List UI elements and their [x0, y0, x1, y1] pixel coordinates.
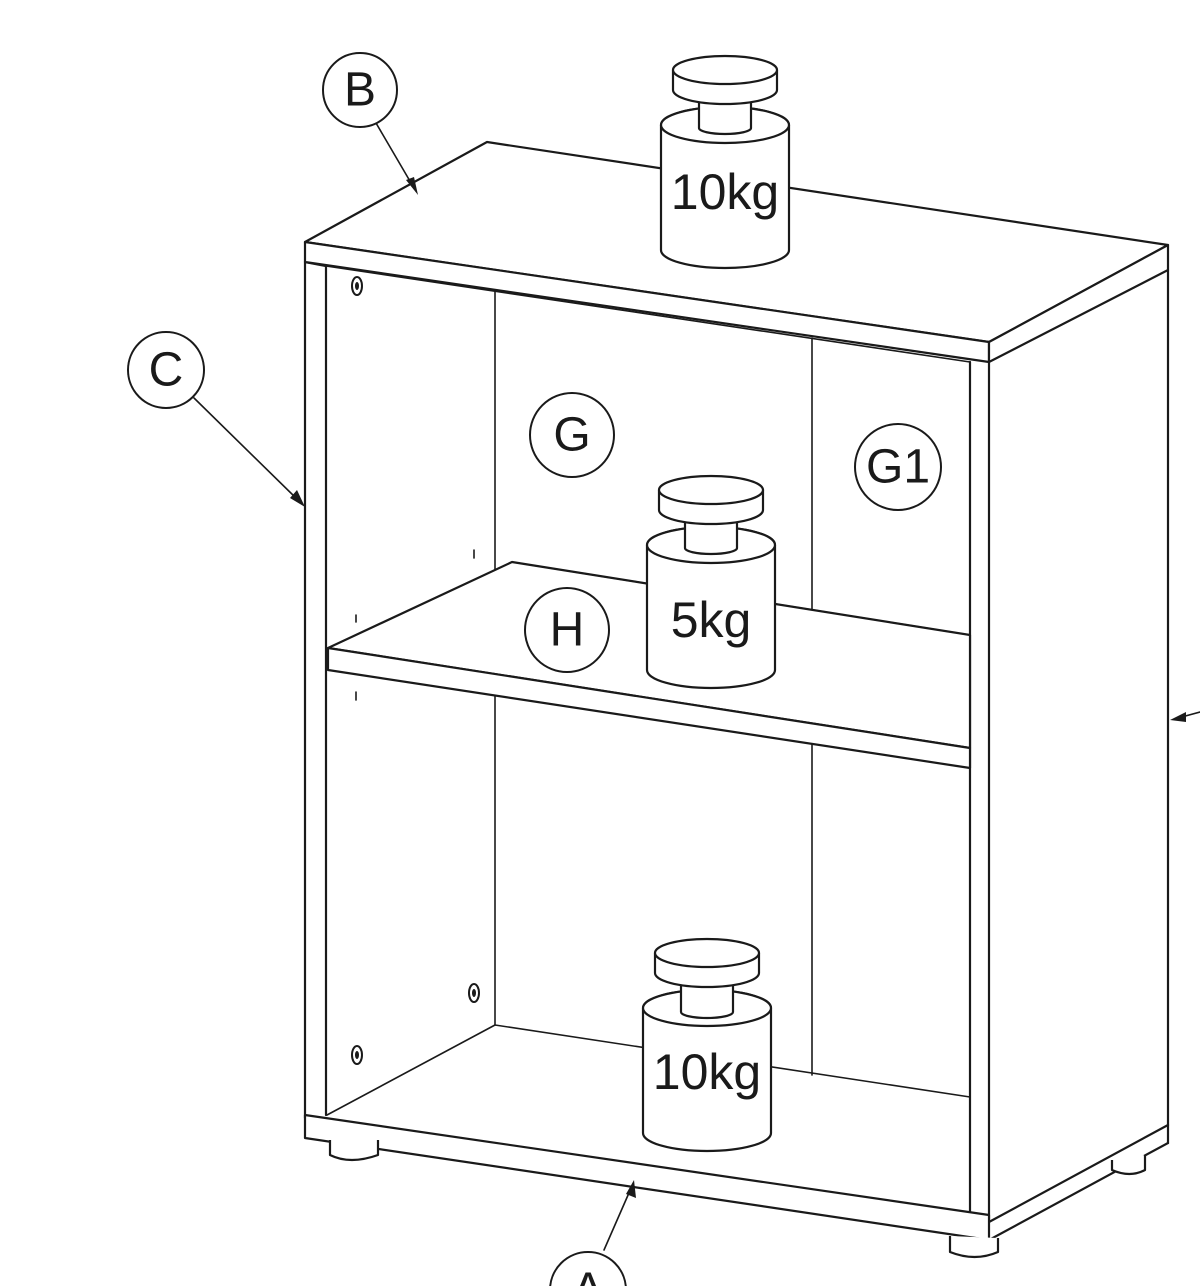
- side-panel-c: [303, 260, 328, 1120]
- callout-b-label: B: [344, 64, 376, 117]
- callout-c-label: C: [149, 344, 184, 397]
- weight-bottom: 10kg: [641, 937, 773, 1153]
- callout-a-label: A: [572, 1264, 604, 1286]
- weight-shelf: 5kg: [645, 474, 777, 690]
- weight-top-label: 10kg: [671, 164, 779, 220]
- weight-bottom-label: 10kg: [653, 1044, 761, 1100]
- side-panel-g1: [968, 268, 1170, 1224]
- callout-b: B: [322, 52, 418, 195]
- callout-g-label: G: [553, 409, 590, 462]
- callout-g1-label: G1: [866, 441, 930, 494]
- callout-a: A: [549, 1180, 636, 1286]
- callout-h: H: [524, 587, 610, 673]
- callout-c: C: [127, 331, 305, 507]
- foot-front-right: [948, 1236, 1000, 1259]
- foot-front-left: [328, 1140, 380, 1162]
- foot-back-right: [1110, 1155, 1147, 1176]
- shelf-holes: [351, 276, 480, 1065]
- callout-g1: G1: [854, 423, 942, 511]
- bottom-inner-left-edge: [326, 1024, 496, 1116]
- weight-shelf-label: 5kg: [671, 592, 752, 648]
- feet: [328, 1140, 1147, 1259]
- callout-g: G: [529, 392, 615, 478]
- callout-h-label: H: [550, 604, 585, 657]
- weight-top: 10kg: [659, 54, 791, 270]
- callout-right-arrow: [1170, 711, 1200, 722]
